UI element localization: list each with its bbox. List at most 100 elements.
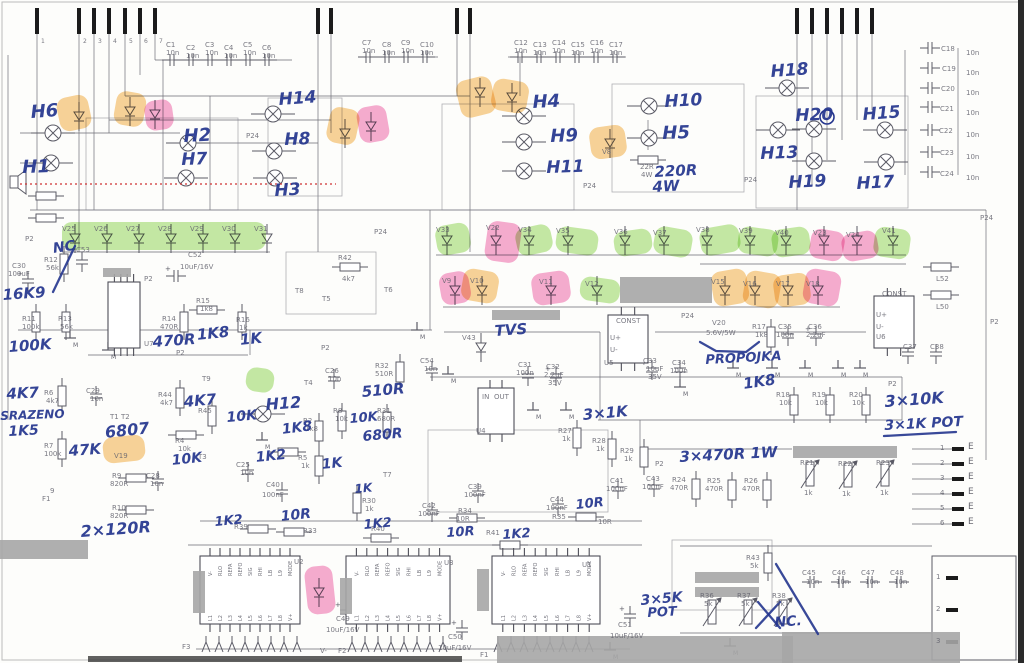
connector-fork [347, 636, 357, 653]
capacitor-symbol [90, 386, 102, 406]
capacitor-symbol [276, 482, 288, 502]
connector-pin-bar [810, 8, 814, 34]
connector-fork [201, 636, 211, 653]
svg-text:L6: L6 [555, 615, 561, 621]
connector-fork [360, 636, 370, 653]
resistor-symbol [825, 387, 835, 423]
ground-symbol: M [256, 432, 270, 451]
resistor-symbol [763, 545, 773, 581]
connector-fork [266, 636, 276, 653]
lamp-symbol [502, 162, 546, 180]
ground-symbol: M [766, 360, 780, 379]
edge-pin [952, 507, 964, 511]
lamp-symbol [627, 97, 671, 115]
capacitor-symbol [920, 62, 940, 74]
redaction-bar [492, 310, 560, 320]
connector-box [931, 555, 1017, 661]
svg-text:M: M [111, 354, 116, 361]
pen-stroke [754, 600, 782, 630]
svg-text:L9: L9 [278, 570, 284, 576]
svg-text:L1: L1 [208, 615, 214, 621]
resistor-symbol [28, 191, 64, 201]
ground-symbol: M [854, 360, 868, 379]
svg-text:M: M [736, 372, 741, 379]
resistor-symbol [270, 447, 306, 457]
svg-text:L9: L9 [427, 570, 433, 576]
capacitor-symbol [529, 51, 549, 63]
ground-symbol: M [442, 366, 456, 385]
pen-circle [819, 109, 835, 125]
ground-symbol: M [527, 402, 541, 421]
resistor-symbol [607, 431, 617, 467]
connector-pin-bar [138, 8, 142, 34]
resistor-symbol [630, 155, 666, 165]
ic-box: V-L1RLOL2REFAL3REFOL4SIGL5RHIL6LBL7L9L8M… [199, 548, 301, 632]
annotation-layer [0, 76, 960, 663]
highlighter-mark [589, 124, 627, 160]
svg-text:L8: L8 [278, 615, 284, 621]
svg-text:L3: L3 [522, 615, 528, 621]
capacitor-symbol [358, 51, 378, 63]
connector-pin-bar [870, 8, 874, 34]
svg-text:RLO: RLO [218, 566, 224, 576]
capacitor-symbol [328, 369, 340, 389]
resistor-symbol [861, 387, 871, 423]
highlighter-mark [144, 99, 174, 131]
capacitor-symbol: + [805, 325, 822, 346]
lamp-symbol [502, 133, 546, 151]
capacitor-symbol [802, 576, 822, 588]
capacitor-symbol [831, 576, 851, 588]
redaction-bar [695, 587, 759, 597]
lamp-symbol [252, 142, 296, 160]
lamp-symbol [756, 121, 800, 139]
capacitor-symbol [76, 252, 88, 272]
resistor-symbol [382, 404, 392, 440]
svg-text:L3: L3 [375, 615, 381, 621]
svg-text:+: + [17, 270, 23, 278]
connector-pin-bar [840, 8, 844, 34]
resistor-symbol [923, 262, 959, 272]
ic-box [107, 274, 141, 356]
trimmer-potentiometer-symbol [800, 459, 820, 489]
trimmer-potentiometer-symbol [773, 597, 793, 627]
connector-pin-bar [455, 8, 459, 34]
connector-fork [227, 636, 237, 653]
svg-text:+: + [805, 325, 811, 333]
capacitor-symbol [930, 344, 942, 364]
lamp-symbol [164, 169, 208, 187]
svg-text:RHI: RHI [406, 567, 412, 576]
resistor-symbol [175, 380, 185, 416]
svg-text:M: M [863, 372, 868, 379]
resistor-symbol [57, 431, 67, 467]
highlighter-mark [742, 270, 782, 309]
ic-box: V-L1RLOL2REFAL3REFOL4SIGL5RHIL6LBL7L9L8M… [345, 548, 451, 632]
capacitor-symbol [920, 82, 940, 94]
svg-text:L7: L7 [417, 615, 423, 621]
svg-text:REFO: REFO [386, 562, 392, 576]
svg-text:M: M [265, 444, 270, 451]
connector-pin-bar [77, 8, 81, 34]
svg-text:L3: L3 [228, 615, 234, 621]
highlighter-mark [456, 76, 496, 118]
resistor-symbol [179, 304, 189, 340]
redaction-bar [0, 540, 88, 559]
connector-pin-bar [825, 8, 829, 34]
capacitor-symbol: + [165, 265, 186, 282]
highlighter-mark [802, 268, 842, 307]
highlighter-mark [56, 94, 92, 132]
resistor-symbol [237, 304, 247, 340]
ic-box: V-L1RLOL2REFAL3REFOL4SIGL5RHIL6LBL7L9L8M… [491, 548, 601, 632]
connector-pin-bar [329, 8, 333, 34]
svg-text:V-: V- [354, 571, 360, 576]
capacitor-symbol [200, 54, 220, 66]
highlighter-mark [737, 226, 779, 257]
svg-text:L7: L7 [268, 615, 274, 621]
trimmer-potentiometer-symbol [702, 597, 722, 627]
trimmer-potentiometer-symbol [838, 460, 858, 490]
pen-stroke [698, 340, 761, 354]
capacitor-symbol [162, 54, 182, 66]
resistor-symbol [31, 304, 41, 340]
ground-symbol: M [674, 379, 688, 398]
capacitor-symbol [586, 51, 606, 63]
highlighter-mark [356, 105, 390, 143]
